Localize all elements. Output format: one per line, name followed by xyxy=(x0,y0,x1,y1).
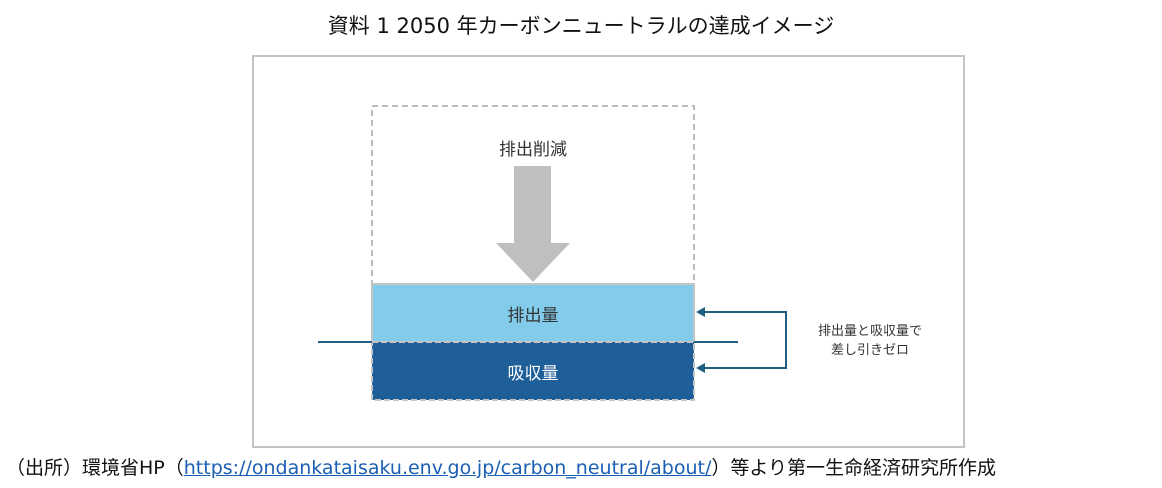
emission-label: 排出量 xyxy=(507,306,559,326)
arrow-head-icon xyxy=(696,363,705,373)
source-link[interactable]: https://ondankataisaku.env.go.jp/carbon_… xyxy=(183,457,712,479)
offset-bracket xyxy=(700,311,787,369)
offset-note-line1: 排出量と吸収量で xyxy=(817,324,922,339)
source-prefix: （出所）環境省HP（ xyxy=(6,457,184,479)
reduction-label: 排出削減 xyxy=(499,140,567,160)
figure-title: 資料 1 2050 年カーボンニュートラルの達成イメージ xyxy=(327,14,835,38)
emission-box xyxy=(371,283,695,343)
offset-note: 排出量と吸収量で 差し引きゼロ xyxy=(800,322,940,360)
source-suffix: ）等より第一生命経済研究所作成 xyxy=(711,457,996,479)
source-note: （出所）環境省HP（https://ondankataisaku.env.go.… xyxy=(6,453,996,480)
reduction-arrow-icon xyxy=(496,166,570,282)
absorption-box xyxy=(371,341,695,401)
offset-note-line2: 差し引きゼロ xyxy=(830,343,909,358)
arrow-head-icon xyxy=(696,307,705,317)
absorption-label: 吸収量 xyxy=(507,364,559,384)
diagram-frame xyxy=(252,55,965,448)
